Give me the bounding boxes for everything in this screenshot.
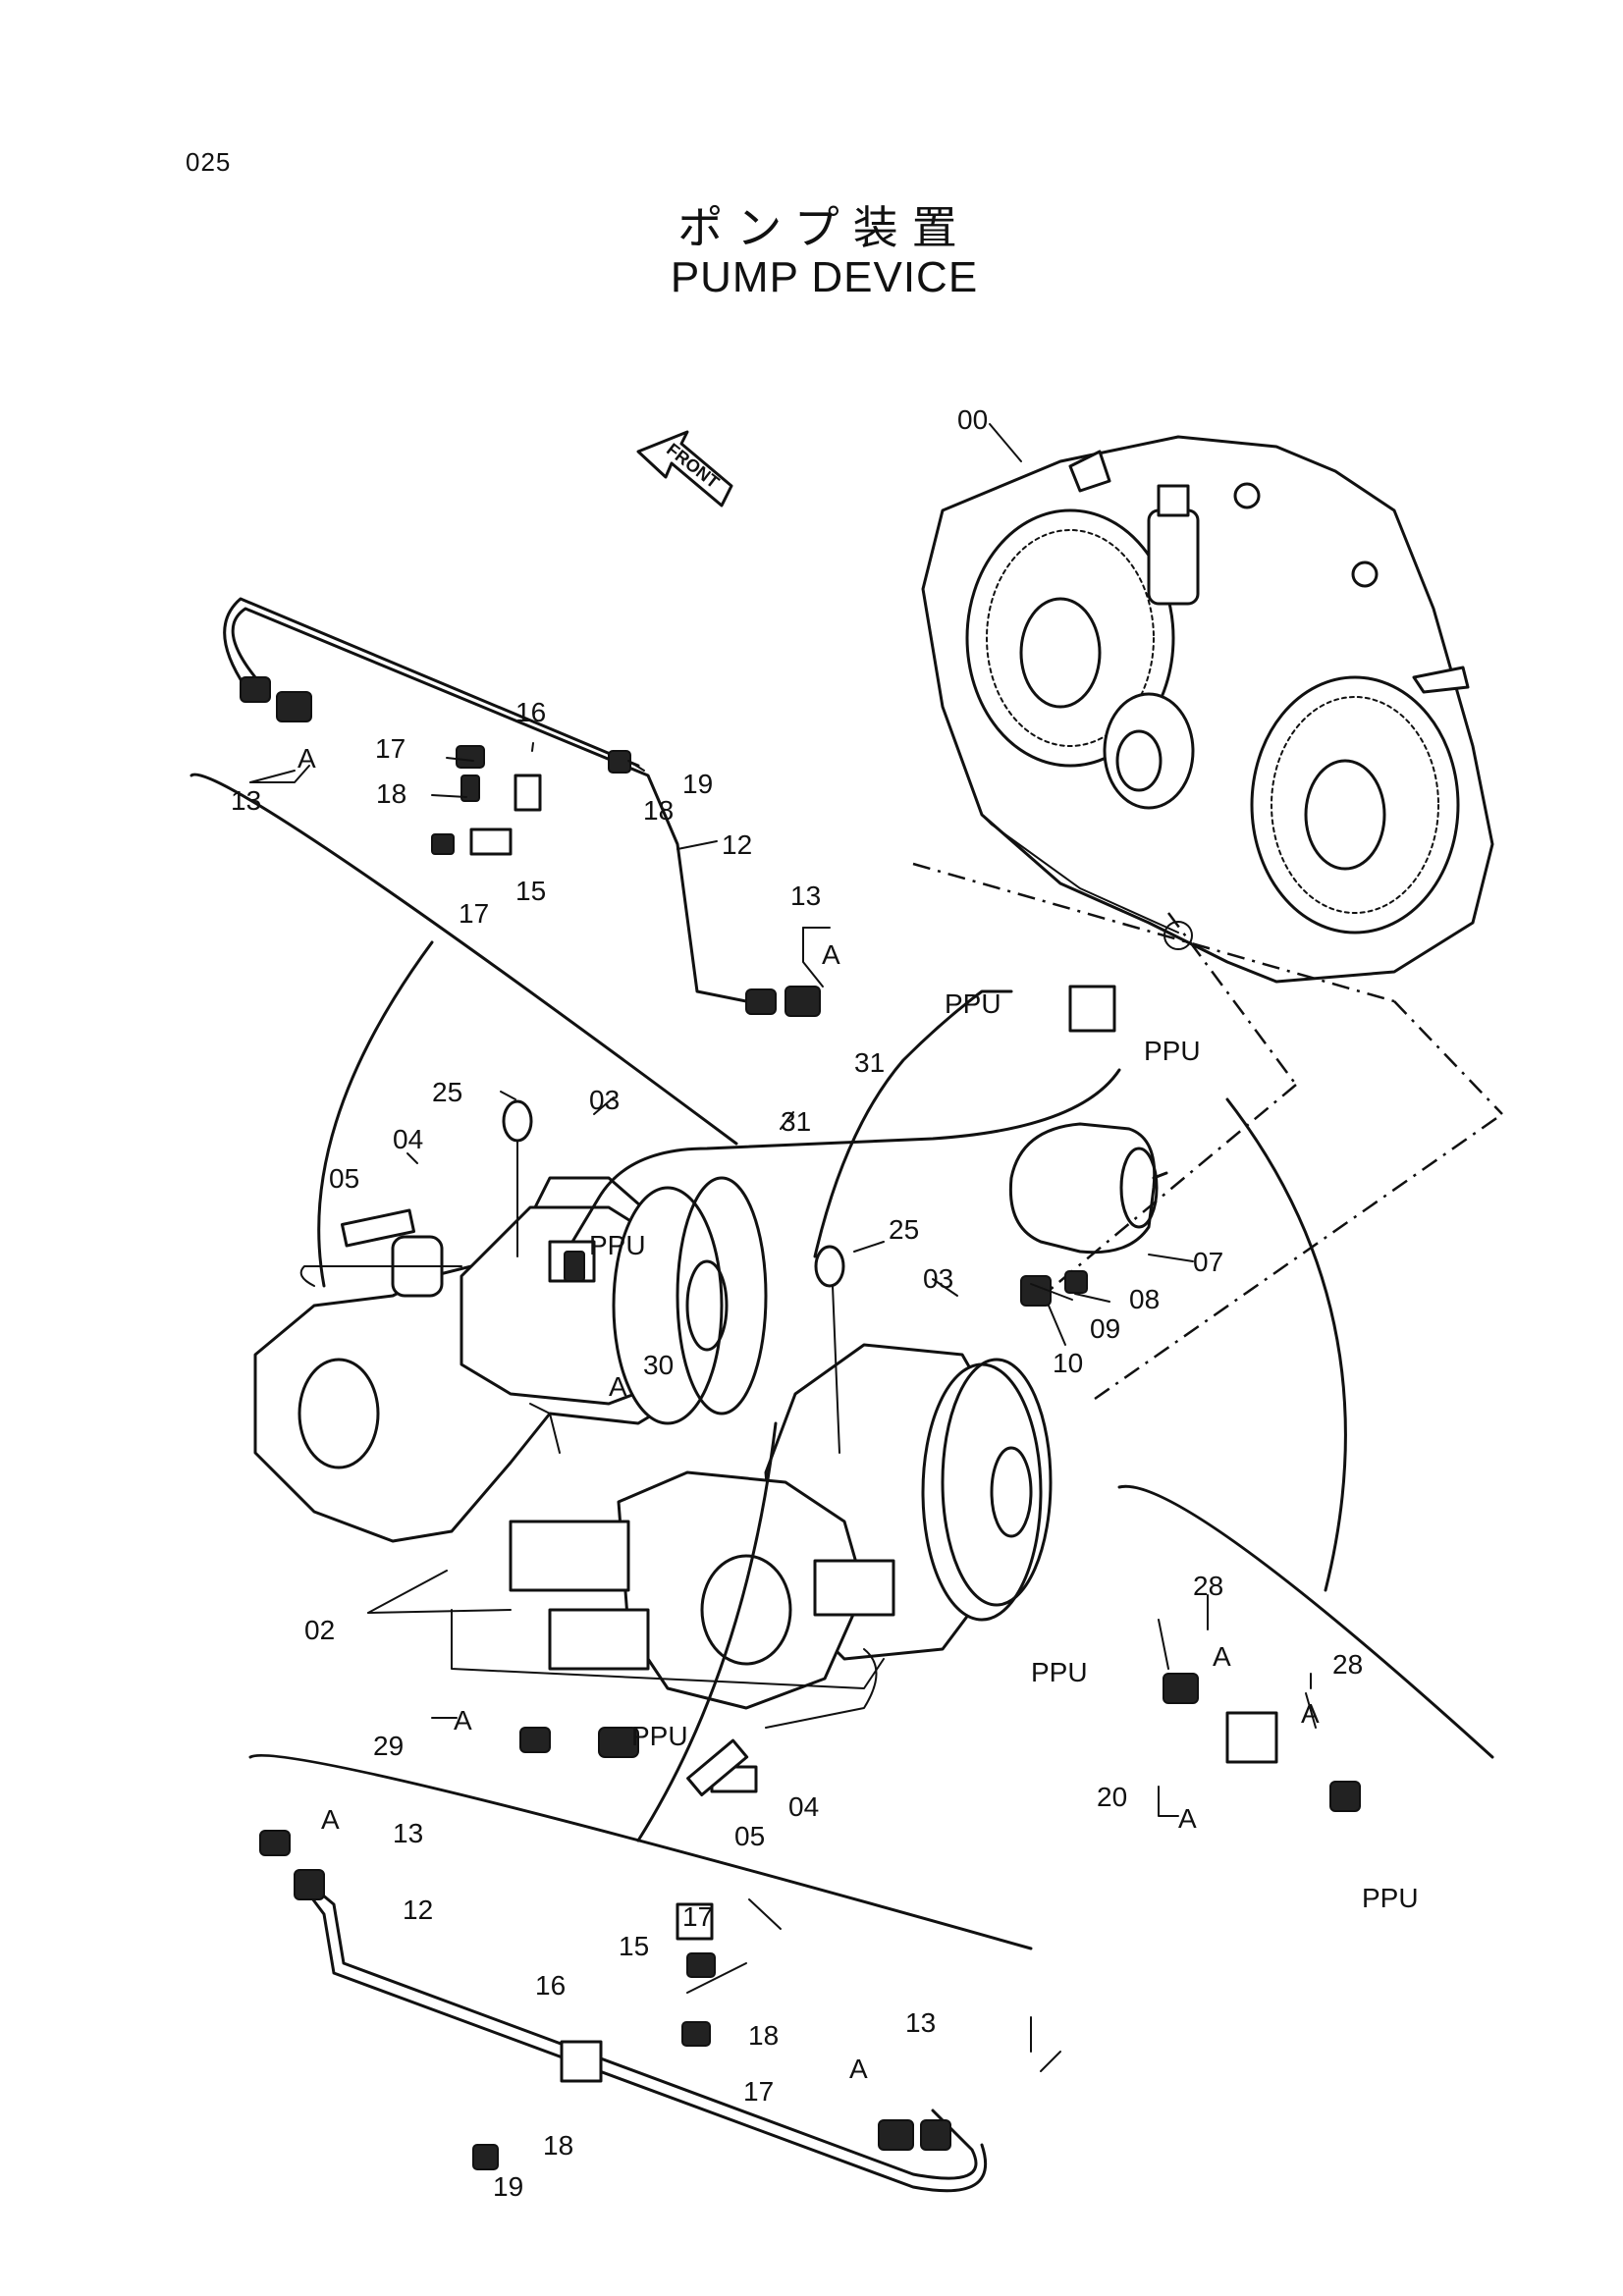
boundary-curve-left: [317, 940, 434, 1288]
callout-13-d: 13: [905, 2007, 936, 2038]
callout-10: 10: [1053, 1348, 1083, 1378]
ppu-label-4: PPU: [631, 1721, 688, 1751]
front-arrow-icon: FRONT: [636, 430, 733, 507]
callout-28-a: 28: [1193, 1571, 1223, 1601]
motor-07: [1008, 1122, 1168, 1255]
ppu-label-6: PPU: [1362, 1883, 1419, 1913]
boundary-line-lower: [248, 1753, 1033, 1950]
label-a-1: A: [298, 743, 316, 774]
callout-18-c: 18: [748, 2020, 779, 2051]
callout-09: 09: [1090, 1313, 1120, 1344]
boundary-line-right: [1117, 1484, 1494, 1759]
callout-25-a: 25: [432, 1077, 462, 1107]
callout-25-b: 25: [889, 1214, 919, 1245]
callout-12-upper: 12: [722, 829, 752, 860]
callout-17-d: 17: [743, 2076, 774, 2107]
callout-03-lower: 03: [923, 1263, 953, 1294]
label-a-8: A: [321, 1804, 340, 1835]
callout-30: 30: [643, 1350, 674, 1380]
bracket-lines: [249, 765, 1312, 2072]
gear-housing-00: [921, 435, 1494, 984]
label-a-9: A: [849, 2054, 868, 2084]
callout-05-upper: 05: [329, 1163, 359, 1194]
callout-29: 29: [373, 1731, 404, 1761]
guide-line-5: [1030, 1084, 1297, 1307]
callout-19-a: 19: [682, 769, 713, 799]
label-a-2: A: [822, 939, 840, 970]
callout-28-b: 28: [1332, 1649, 1363, 1680]
callout-19-b: 19: [493, 2171, 523, 2202]
callout-18-b: 18: [643, 795, 674, 826]
label-a-3: A: [609, 1371, 627, 1402]
callout-03-upper: 03: [589, 1085, 620, 1115]
ppu-label-2: PPU: [1144, 1036, 1201, 1066]
boundary-curve-bottom: [636, 1421, 778, 1842]
callout-17-b: 17: [459, 898, 489, 929]
eye-bolt-25-b: [814, 1245, 845, 1454]
title-english: PUMP DEVICE: [670, 253, 979, 301]
guide-line-1: [912, 862, 1395, 1003]
callout-12-lower: 12: [403, 1895, 433, 1925]
bolt-05-lower: [686, 1738, 749, 1796]
callout-15-a: 15: [515, 876, 546, 906]
callout-00: 00: [957, 404, 988, 435]
eye-bolt-25-a: [502, 1099, 533, 1257]
label-a-6: A: [1178, 1803, 1197, 1834]
title-japanese: ポンプ装置: [677, 202, 971, 253]
coupling-03-lower: [941, 1358, 1053, 1607]
pipe-12-upper: [231, 607, 748, 1003]
guide-line-3: [1094, 1112, 1503, 1401]
callout-04-lower: 04: [788, 1791, 819, 1822]
callout-18-a: 18: [376, 778, 406, 809]
callout-02: 02: [304, 1615, 335, 1645]
callout-13-c: 13: [393, 1818, 423, 1848]
pipe-12-lower-edge: [307, 1893, 988, 2193]
main-pump-02: [253, 1176, 1043, 1729]
label-a-7: A: [454, 1705, 472, 1735]
callout-31-a: 31: [854, 1047, 885, 1078]
callout-08: 08: [1129, 1284, 1160, 1314]
callout-16-b: 16: [535, 1970, 566, 2001]
boundary-line-upper: [189, 773, 738, 1146]
ppu-label-3: PPU: [589, 1230, 646, 1260]
boundary-curve-right: [1225, 1097, 1347, 1592]
leader-lines: [367, 423, 1317, 1994]
ppu-label-5: PPU: [1031, 1657, 1088, 1687]
guide-line-2: [1393, 1000, 1503, 1115]
callout-13-b: 13: [790, 881, 821, 911]
hose-31-a: [813, 989, 1013, 1258]
callout-20: 20: [1097, 1782, 1127, 1812]
callout-31-b: 31: [781, 1106, 811, 1137]
hose-31-b: [568, 1068, 1121, 1249]
callout-13-a: 13: [231, 785, 261, 816]
ppu-label-1: PPU: [945, 988, 1001, 1019]
callout-07: 07: [1193, 1247, 1223, 1277]
callout-15-b: 15: [619, 1931, 649, 1961]
callout-18-d: 18: [543, 2130, 573, 2161]
callout-05-lower: 05: [734, 1821, 765, 1851]
callout-04-upper: 04: [393, 1124, 423, 1154]
bolt-05-upper: [340, 1208, 416, 1248]
pipe-12-lower: [302, 1878, 978, 2180]
callout-16-a: 16: [515, 697, 546, 727]
coupling-03-upper: [676, 1176, 768, 1415]
callout-17-c: 17: [682, 1901, 713, 1932]
page-number: 025: [186, 147, 232, 177]
callout-17-a: 17: [375, 733, 406, 764]
label-a-4: A: [1213, 1641, 1231, 1672]
label-a-5: A: [1301, 1698, 1320, 1729]
pipe-12-upper-edge: [223, 597, 640, 768]
